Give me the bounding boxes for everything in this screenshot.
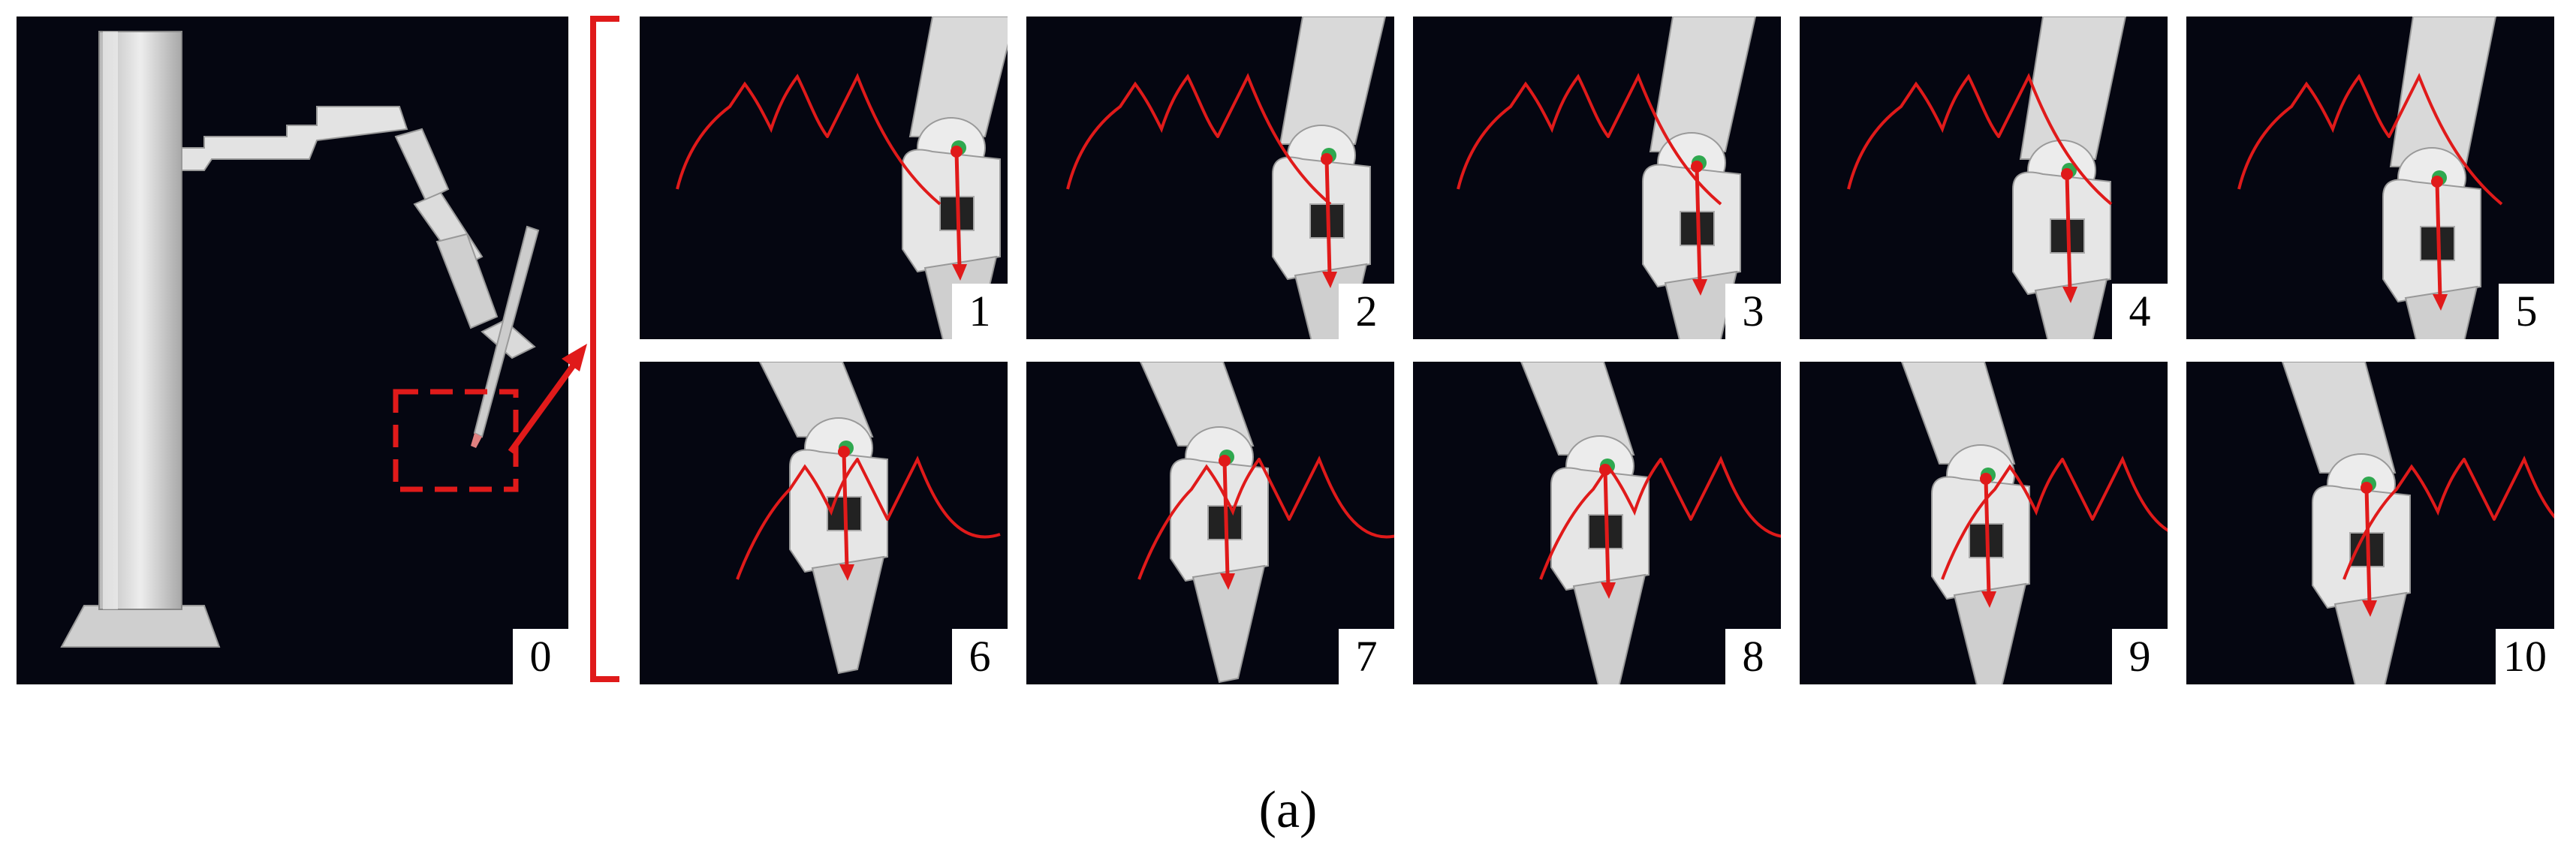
tool-tip-point bbox=[1321, 153, 1333, 165]
frame-illustration bbox=[1847, 17, 2127, 339]
robot-overview-panel: 0 bbox=[17, 17, 568, 684]
instrument-tip bbox=[471, 433, 482, 448]
trajectory-curve bbox=[1941, 456, 2168, 580]
zoom-region-box bbox=[393, 389, 519, 492]
tool-tip-point bbox=[1980, 473, 1992, 485]
frame-label: 8 bbox=[1725, 629, 1781, 684]
tool-cone bbox=[1572, 573, 1647, 684]
frame-panel-2: 2 bbox=[1026, 17, 1394, 339]
arm-shaft bbox=[2019, 17, 2127, 160]
frame-label: 3 bbox=[1725, 284, 1781, 339]
tool-axis-arrow-head bbox=[952, 264, 967, 281]
frame-panel-4: 4 bbox=[1800, 17, 2168, 339]
tool-axis-arrow-head bbox=[1692, 279, 1707, 296]
frame-panel-5: 5 bbox=[2186, 17, 2554, 339]
tool-axis-arrow-head bbox=[1981, 591, 1996, 608]
frame-label: 5 bbox=[2499, 284, 2554, 339]
tool-tip-point bbox=[2061, 168, 2073, 180]
tool-tip-point bbox=[838, 446, 850, 458]
tool-axis-arrow-head bbox=[2362, 600, 2377, 617]
tool-axis-arrow bbox=[2435, 181, 2442, 299]
trajectory-curve bbox=[1847, 73, 2113, 206]
arm-shaft bbox=[2281, 362, 2397, 474]
frame-illustration bbox=[736, 362, 1001, 675]
tool-axis-arrow-head bbox=[1322, 272, 1337, 288]
tool-tip-point bbox=[2431, 176, 2443, 188]
frame-illustration bbox=[2281, 362, 2554, 684]
frame-label: 7 bbox=[1339, 629, 1394, 684]
tool-axis-arrow bbox=[1984, 478, 1991, 596]
tool-cone bbox=[1664, 270, 1738, 339]
trajectory-curve bbox=[2343, 456, 2554, 580]
frame-panel-7: 7 bbox=[1026, 362, 1394, 684]
tool-axis-arrow bbox=[1603, 469, 1610, 587]
tool-axis-arrow bbox=[1324, 158, 1332, 276]
frame-label: 1 bbox=[952, 284, 1008, 339]
tool-axis-arrow bbox=[1695, 166, 1702, 284]
figure-caption: (a) bbox=[1258, 781, 1318, 839]
arm-shaft bbox=[1649, 17, 1757, 152]
frame-panel-3: 3 bbox=[1413, 17, 1781, 339]
arm-shaft bbox=[1900, 362, 2016, 465]
frame-illustration bbox=[2237, 17, 2503, 339]
robot-base bbox=[60, 605, 221, 648]
trajectory-curve bbox=[1137, 456, 1394, 580]
robot-elbow-link bbox=[394, 128, 450, 202]
panel-label: 0 bbox=[513, 629, 568, 684]
frame-illustration bbox=[1137, 362, 1394, 684]
frame-bracket bbox=[590, 16, 619, 682]
arm-shaft bbox=[908, 17, 1008, 137]
frame-illustration bbox=[1520, 362, 1781, 684]
tool-axis-arrow bbox=[1222, 460, 1230, 578]
tool-cone bbox=[1953, 582, 2027, 684]
frame-label: 6 bbox=[952, 629, 1008, 684]
zoom-arrow-head bbox=[562, 344, 587, 371]
tool-axis-arrow bbox=[2065, 173, 2072, 291]
frame-label: 9 bbox=[2112, 629, 2168, 684]
tool-axis-arrow-head bbox=[2062, 287, 2077, 303]
tool-axis-arrow bbox=[954, 151, 962, 269]
trajectory-curve bbox=[1066, 73, 1332, 206]
arm-shaft bbox=[1279, 17, 1387, 145]
zoom-arrow bbox=[508, 356, 581, 454]
tool-axis-arrow bbox=[842, 451, 849, 569]
tool-axis-arrow-head bbox=[1220, 573, 1235, 590]
tool-tip-point bbox=[1691, 161, 1703, 173]
tool-cone bbox=[2333, 591, 2408, 684]
tool-axis-arrow-head bbox=[2433, 294, 2448, 311]
frame-panel-9: 9 bbox=[1800, 362, 2168, 684]
frame-label: 10 bbox=[2496, 629, 2554, 684]
trajectory-curve bbox=[676, 73, 942, 206]
tool-tip-point bbox=[1599, 464, 1611, 476]
frame-label: 4 bbox=[2112, 284, 2168, 339]
trajectory-curve bbox=[736, 456, 1001, 580]
tool-tip-point bbox=[1219, 455, 1231, 467]
frame-illustration bbox=[1457, 17, 1757, 339]
frame-panel-10: 10 bbox=[2186, 362, 2554, 684]
arm-shaft bbox=[1520, 362, 1635, 456]
arm-shaft bbox=[1139, 362, 1255, 447]
frame-label: 2 bbox=[1339, 284, 1394, 339]
tool-axis-arrow-head bbox=[1601, 582, 1616, 599]
frame-panel-1: 1 bbox=[640, 17, 1008, 339]
tool-axis-arrow bbox=[2364, 487, 2372, 605]
frame-panel-6: 6 bbox=[640, 362, 1008, 684]
tool-cone bbox=[2034, 278, 2108, 339]
trajectory-curve bbox=[2237, 73, 2503, 206]
trajectory-curve bbox=[1539, 456, 1781, 580]
robot-upper-arm bbox=[181, 106, 408, 171]
frame-illustration bbox=[676, 17, 1008, 339]
tool-axis-arrow-head bbox=[839, 564, 854, 581]
frame-illustration bbox=[1900, 362, 2168, 684]
tool-cone bbox=[811, 555, 885, 675]
trajectory-curve bbox=[1457, 73, 1722, 206]
tool-cone bbox=[1192, 564, 1266, 684]
tool-tip-point bbox=[951, 146, 963, 158]
frame-panel-8: 8 bbox=[1413, 362, 1781, 684]
robot-arm-illustration bbox=[60, 31, 540, 648]
arm-shaft bbox=[2389, 17, 2497, 167]
tool-cone bbox=[2404, 285, 2478, 339]
tool-tip-point bbox=[2361, 482, 2373, 494]
